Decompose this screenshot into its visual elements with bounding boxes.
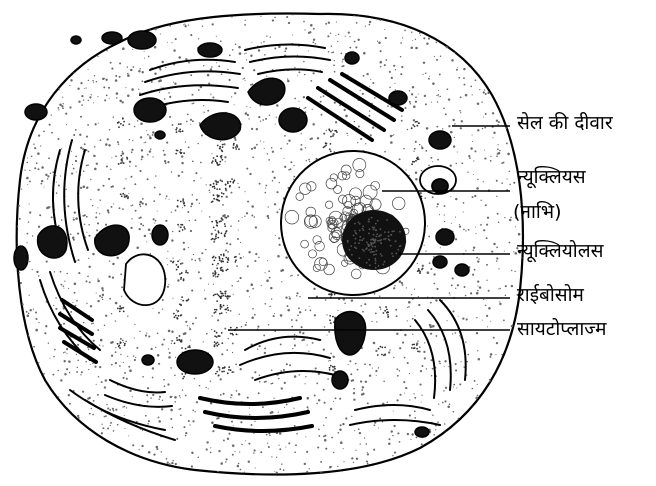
label-ribosome: राईबोसोम (517, 286, 584, 305)
label-nucleus-alt: (नाभि) (513, 203, 562, 222)
label-cytoplasm: सायटोप्लाज्म (517, 320, 607, 339)
label-nucleus: न्यूक्लियस (517, 168, 586, 187)
label-cell-wall: सेल की दीवार (517, 114, 613, 133)
label-nucleolus: न्यूक्लियोलस (517, 242, 603, 261)
